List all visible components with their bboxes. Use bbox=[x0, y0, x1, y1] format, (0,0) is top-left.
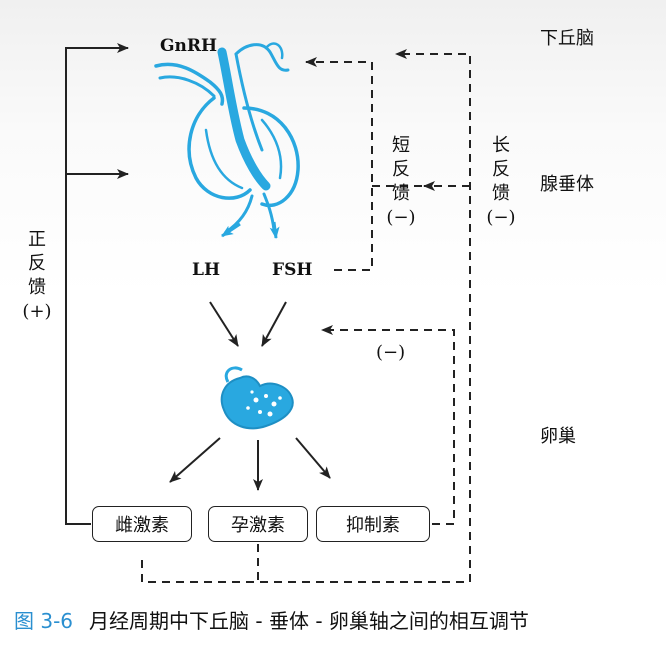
progesterone-box: 孕激素 bbox=[208, 506, 308, 542]
inhibin-feedback-path bbox=[321, 325, 455, 525]
fsh-outflow-arrow bbox=[269, 221, 280, 239]
pituitary-gland-illustration bbox=[154, 42, 300, 234]
hypothalamus-label: 下丘脑 bbox=[540, 28, 594, 49]
lh-to-ovary-arrow bbox=[209, 301, 239, 347]
short-feedback-label: 短 反 馈 (−) bbox=[386, 135, 416, 228]
pituitary-label: 腺垂体 bbox=[540, 174, 594, 195]
inhibin-feedback-label: (−) bbox=[376, 342, 406, 363]
positive-feedback-label: 正 反 馈 (+) bbox=[22, 229, 52, 322]
long-feedback-path bbox=[141, 49, 471, 583]
gnrh-label: GnRH bbox=[160, 36, 218, 56]
ovary-to-inhibin-arrow bbox=[295, 437, 331, 479]
figure-caption: 图 3-6 月经周期中下丘脑 - 垂体 - 卵巢轴之间的相互调节 bbox=[14, 609, 529, 633]
long-feedback-label: 长 反 馈 (−) bbox=[486, 135, 516, 228]
fsh-to-ovary-arrow bbox=[261, 301, 287, 347]
figure-caption-text: 月经周期中下丘脑 - 垂体 - 卵巢轴之间的相互调节 bbox=[89, 609, 529, 633]
ovary-illustration bbox=[220, 366, 294, 430]
short-feedback-path bbox=[305, 57, 373, 271]
ovary-to-estrogen-arrow bbox=[169, 437, 221, 483]
estrogen-box: 雌激素 bbox=[92, 506, 192, 542]
ovary-label: 卵巢 bbox=[540, 426, 576, 447]
figure-number: 图 3-6 bbox=[14, 609, 74, 633]
positive-feedback-path bbox=[65, 43, 129, 525]
lh-label: LH bbox=[192, 260, 221, 280]
fsh-label: FSH bbox=[272, 260, 313, 280]
inhibin-box: 抑制素 bbox=[316, 506, 430, 542]
lh-outflow-arrow bbox=[221, 222, 241, 238]
